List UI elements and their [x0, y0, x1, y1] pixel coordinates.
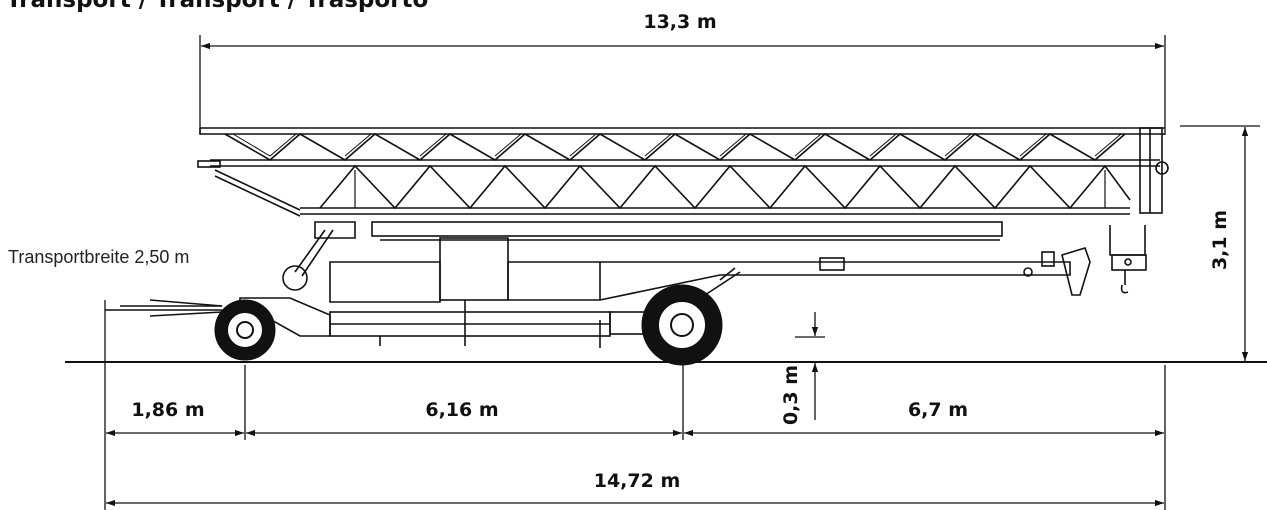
- dimension-height: [1180, 125, 1260, 361]
- dimension-lower-row: [104, 300, 1166, 510]
- page-title: Transport / Transport / Trasporto: [6, 0, 429, 13]
- dimension-boom-length: [199, 35, 1166, 135]
- support-struts: [282, 221, 741, 296]
- drawbar-length-label: 1,86 m: [131, 399, 204, 421]
- folded-tower: [329, 221, 1147, 303]
- height-label: 3,1 m: [1209, 210, 1231, 270]
- chassis: [105, 297, 646, 348]
- rear-overhang-label: 6,7 m: [908, 399, 968, 421]
- lower-truss-diagonals: [319, 164, 1131, 210]
- lattice-boom: [197, 127, 1169, 217]
- ground-clearance-label: 0,3 m: [780, 365, 802, 425]
- boom-length-label: 13,3 m: [643, 11, 716, 33]
- upper-truss-diagonals: [224, 133, 1126, 161]
- rear-wheel: [641, 284, 723, 366]
- front-wheel: [214, 299, 276, 361]
- transport-width-note: Transportbreite 2,50 m: [8, 247, 190, 267]
- total-length-label: 14,72 m: [594, 470, 681, 492]
- dimension-ground-clearance: [795, 312, 825, 420]
- wheelbase-label: 6,16 m: [425, 399, 498, 421]
